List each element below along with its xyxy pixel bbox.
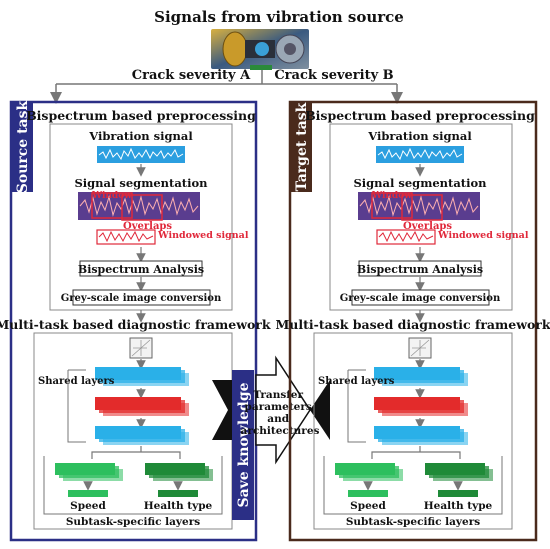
save-knowledge-label: Save knowledge [236, 382, 252, 507]
source-windowed-signal-plot [96, 229, 156, 245]
crack-severity-a-label: Crack severity A [132, 68, 251, 83]
target-windowed-signal-plot [376, 229, 436, 245]
source-preprocessing-title: Bispectrum based preprocessing [26, 108, 256, 123]
source-vibration-signal-label: Vibration signal [88, 129, 193, 143]
target-speed-layer [335, 463, 395, 475]
source-health-output [158, 490, 198, 497]
target-health-label: Health type [424, 500, 493, 512]
target-shared-layer-1 [374, 367, 460, 380]
target-task-tab [290, 102, 312, 192]
branch-connector [50, 70, 403, 104]
source-speed-label: Speed [70, 500, 106, 512]
target-shared-layer-3 [374, 426, 460, 439]
source-speed-layer [55, 463, 115, 475]
source-shared-layer-3 [95, 426, 181, 439]
target-health-output [438, 490, 478, 497]
target-preprocessing-title: Bispectrum based preprocessing [305, 108, 535, 123]
source-health-label: Health type [144, 500, 213, 512]
page-title: Signals from vibration source [154, 8, 404, 26]
source-subtask-label: Subtask-specific layers [66, 516, 200, 528]
source-vibration-signal-plot [97, 146, 185, 163]
target-overlaps-label: Overlaps [403, 221, 452, 232]
source-signal-segmentation-label: Signal segmentation [74, 176, 208, 190]
source-framework-title: Multi-task based diagnostic framework [0, 317, 271, 332]
source-greyscale-label: Grey-scale image conversion [61, 293, 222, 304]
source-bispectrum-analysis-label: Bispectrum Analysis [78, 263, 204, 276]
target-speed-output [348, 490, 388, 497]
target-greyscale-label: Grey-scale image conversion [340, 293, 501, 304]
target-vibration-signal-plot [376, 146, 464, 163]
target-vibration-signal-label: Vibration signal [367, 129, 472, 143]
target-bispectrum-analysis-label: Bispectrum Analysis [357, 263, 483, 276]
target-health-layer [425, 463, 485, 475]
target-signal-segmentation-label: Signal segmentation [353, 176, 487, 190]
transfer-arrow [212, 355, 330, 465]
machine-image [211, 29, 309, 70]
target-window-label: Window [371, 191, 412, 201]
source-task-tab [11, 102, 33, 192]
source-windowed-signal-label: Windowed signal [157, 230, 249, 241]
crack-severity-b-label: Crack severity B [274, 68, 393, 83]
source-task-label: Source task [15, 100, 31, 193]
target-task-label: Target task [294, 102, 310, 191]
source-task-panel: Source task Bispectrum based preprocessi… [0, 100, 271, 542]
target-framework-title: Multi-task based diagnostic framework [275, 317, 550, 332]
source-overlaps-label: Overlaps [123, 221, 172, 232]
target-shared-layers-label: Shared layers [318, 376, 395, 387]
source-shared-layers-label: Shared layers [38, 376, 115, 387]
source-speed-output [68, 490, 108, 497]
target-task-panel: Target task Bispectrum based preprocessi… [275, 100, 550, 542]
save-knowledge-bar [232, 370, 254, 520]
source-shared-layer-1 [95, 367, 181, 380]
target-subtask-label: Subtask-specific layers [346, 516, 480, 528]
target-shared-layer-2 [374, 397, 460, 410]
source-shared-layer-2 [95, 397, 181, 410]
source-health-layer [145, 463, 205, 475]
target-windowed-signal-label: Windowed signal [437, 230, 529, 241]
target-speed-label: Speed [350, 500, 386, 512]
source-window-label: Window [91, 191, 132, 201]
